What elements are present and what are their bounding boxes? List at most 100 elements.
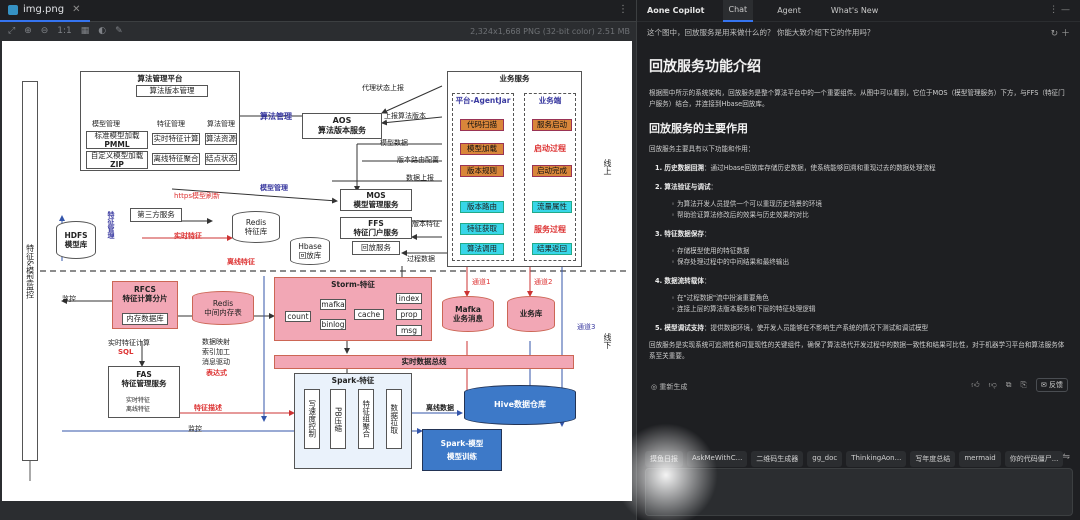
chips-settings-icon[interactable]: ⇋	[1062, 452, 1070, 462]
editor-tabbar: img.png ✕ ⋮	[0, 0, 636, 22]
chip[interactable]: ThinkingAon...	[846, 451, 907, 467]
storm-title: Storm-特征	[331, 280, 375, 289]
copilot-tabbar: Aone Copilot Chat Agent What's New ⋮ —	[637, 0, 1080, 22]
assistant-answer: 回放服务功能介绍 根据图中所示的系统架构，回放服务是整个算法平台中的一个重要组件…	[649, 56, 1069, 362]
node-status: 结点状态	[205, 153, 237, 165]
item3-sub2: 保存处理过程中的中间结果和最终输出	[677, 258, 790, 266]
close-tab-icon[interactable]: ✕	[72, 4, 81, 15]
tab-agent[interactable]: Agent	[777, 6, 801, 15]
file-tab[interactable]: img.png ✕	[0, 0, 91, 22]
mos-title: MOS	[366, 190, 386, 200]
feedback-button[interactable]: ✉ 反馈	[1035, 378, 1068, 392]
tab-chat[interactable]: Chat	[722, 0, 754, 22]
zoom-out-icon[interactable]: ⊖	[40, 26, 49, 36]
monitor2-label: 监控	[188, 425, 202, 433]
chip[interactable]: mermaid	[959, 451, 1001, 467]
feature-merge-text: 特征组聚合	[361, 400, 371, 438]
copy-icon[interactable]: ⧉	[1005, 380, 1012, 389]
online-text: 线上	[603, 159, 612, 175]
fas-subtitle: 特征管理服务	[121, 379, 167, 389]
code-scan: 代码扫描	[460, 119, 504, 131]
model-train-label: 模型训练	[447, 451, 477, 461]
image-toolbar: ⤢ ⊕ ⊖ 1:1 ▦ ◐ ✎ 2,324x1,668 PNG (32-bit …	[0, 22, 636, 40]
version-feature-label: 版本特征	[412, 220, 440, 228]
chip[interactable]: AskMeWithC...	[687, 451, 748, 467]
history-icon[interactable]: ↻	[1050, 28, 1059, 39]
redis2-title: Redis	[212, 298, 234, 308]
pb-compress-text: PB压缩	[333, 406, 343, 432]
hbase-title: Hbase	[298, 241, 322, 251]
algo-version-mgmt: 算法版本管理	[136, 85, 208, 97]
list-item: 4. 数据流转载体：	[655, 276, 1069, 287]
offline-feature-label: 离线特征	[227, 258, 255, 266]
third-party-service: 第三方服务	[130, 208, 182, 222]
answer-conclusion: 回放服务是实现系统可追溯性和可复现性的关键组件，确保了算法迭代开发过程中的数据一…	[649, 341, 1065, 360]
realtime-calc-label: 实时特征计算	[108, 339, 150, 347]
storm-msg: msg	[396, 325, 422, 336]
feature-model-monitor-label: 特征&模型监控	[25, 243, 35, 299]
pb-compress: PB压缩	[330, 389, 346, 449]
chip[interactable]: 写年度总结	[910, 451, 956, 467]
start-complete: 启动完成	[532, 165, 572, 177]
std-model-load-label: 标准模型加载	[94, 130, 140, 140]
chip[interactable]: 你的代码僵尸...	[1004, 451, 1064, 467]
regenerate-button[interactable]: ◎ 重新生成	[651, 382, 687, 392]
panel-menu-icon[interactable]: ⋮ —	[1049, 5, 1070, 15]
grid-icon[interactable]: ▦	[80, 26, 90, 36]
list-item: 3. 特征数据保存：	[655, 229, 1069, 240]
tab-whats-new[interactable]: What's New	[830, 6, 879, 15]
storm-index: index	[396, 293, 422, 304]
item2-sub2: 帮助验证算法修改后的效果与历史效果的对比	[677, 211, 809, 219]
image-meta: 2,324x1,668 PNG (32-bit color) 2.51 MB	[470, 26, 630, 36]
item5-text: ：提供数据环境，使开发人员能够在不影响生产系统的情况下测试和调试模型	[703, 324, 929, 332]
message-actions: 👍︎ 👎︎ ⧉ ⎘ ✉ 反馈	[971, 378, 1068, 392]
pmml-label: PMML	[104, 140, 130, 149]
fit-icon[interactable]: ⤢	[8, 26, 16, 36]
zoom-level[interactable]: 1:1	[57, 26, 72, 36]
service-start: 服务启动	[532, 119, 572, 131]
share-icon[interactable]: ⎘	[1020, 380, 1027, 389]
result-return: 结果返回	[532, 243, 572, 255]
version-rule: 版本规则	[460, 165, 504, 177]
thumbs-down-icon[interactable]: 👎︎	[988, 380, 997, 389]
zoom-in-icon[interactable]: ⊕	[24, 26, 32, 36]
section-title: 回放服务的主要作用	[649, 122, 748, 135]
prompt-chips: 摸鱼日报 AskMeWithC... 二维码生成器 gg_doc Thinkin…	[645, 451, 1064, 467]
biz-service-title: 业务服务	[499, 74, 530, 83]
sub-item: ◦ 存储模型使用的特征数据	[671, 247, 750, 255]
chip[interactable]: 摸鱼日报	[645, 451, 683, 467]
image-viewer: img.png ✕ ⋮ ⤢ ⊕ ⊖ 1:1 ▦ ◐ ✎ 2,324x1,668 …	[0, 0, 636, 520]
image-file-icon	[8, 4, 18, 15]
item4-sub1: 在"过程数据"流中扮演重要角色	[677, 294, 769, 302]
more-actions-icon[interactable]: ⋮	[618, 4, 628, 15]
feature-mgmt-header: 特征管理	[157, 120, 185, 128]
item2-sub1: 为算法开发人员提供一个可以重现历史场景的环境	[677, 200, 823, 208]
aos-title: AOS	[332, 116, 352, 125]
color-picker-icon[interactable]: ✎	[115, 26, 123, 36]
offline-label: 线下	[602, 333, 613, 351]
thumbs-up-icon[interactable]: 👍︎	[971, 380, 980, 389]
algo-call: 算法调用	[460, 243, 504, 255]
chip[interactable]: gg_doc	[807, 451, 843, 467]
hdfs-title: HDFS	[64, 230, 88, 240]
hbase-subtitle: 回放库	[298, 251, 322, 260]
version-config-label: 版本路由配置	[397, 156, 439, 164]
list-item: 1. 历史数据回溯：通过Hbase回放库存储历史数据，使系统能够回溯和重现过去的…	[655, 163, 1069, 174]
background-icon[interactable]: ◐	[98, 26, 107, 36]
storm-prop: prop	[396, 309, 422, 320]
chip[interactable]: 二维码生成器	[751, 451, 804, 467]
add-icon[interactable]: ＋	[1060, 28, 1070, 39]
agentjar-title: 平台-AgentJar	[455, 96, 511, 105]
chat-input[interactable]	[645, 468, 1073, 516]
model-load: 模型加载	[460, 143, 504, 155]
answer-intro: 根据图中所示的系统架构，回放服务是整个算法平台中的一个重要组件。从图中可以看到，…	[649, 89, 1065, 108]
fas-offline: 离线特征	[126, 406, 151, 413]
storm-count: count	[285, 311, 311, 322]
msg-drive-label: 消息驱动	[202, 358, 230, 366]
answer-title: 回放服务功能介绍	[649, 59, 761, 75]
